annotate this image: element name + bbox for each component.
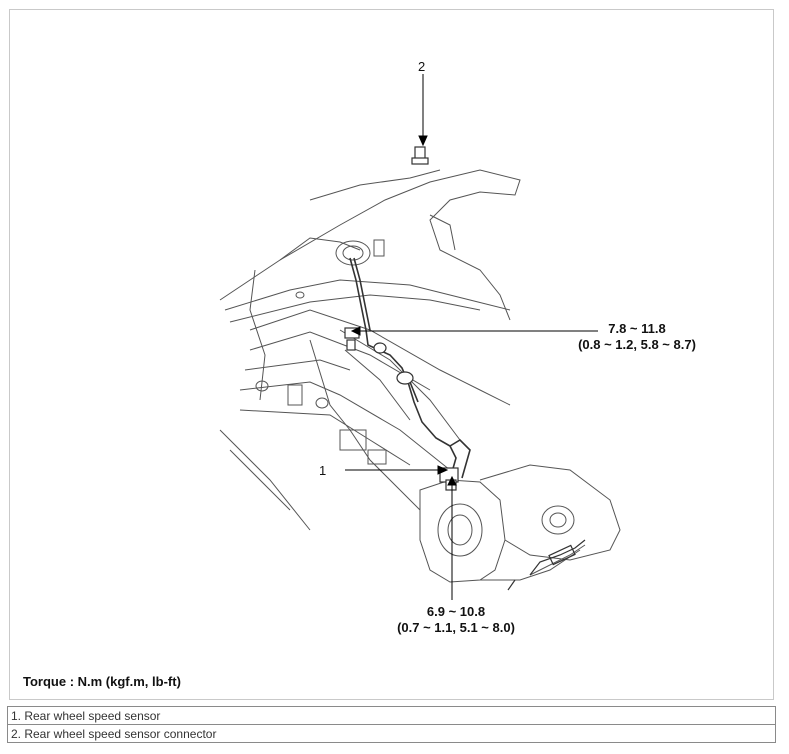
parts-legend-table: 1. Rear wheel speed sensor 2. Rear wheel… [7, 706, 776, 743]
diagram-figure: 2 1 7.8 ~ 11.8 (0.8 ~ 1.2, 5.8 ~ 8.7) 6.… [9, 9, 774, 700]
torque-spec-upper: 7.8 ~ 11.8 (0.8 ~ 1.2, 5.8 ~ 8.7) [542, 321, 732, 353]
torque-spec-upper-nm: 7.8 ~ 11.8 [608, 321, 666, 336]
callout-2: 2 [418, 59, 426, 74]
callout-1: 1 [319, 463, 327, 478]
suspension-line-drawing [219, 74, 621, 600]
torque-spec-lower-nm: 6.9 ~ 10.8 [426, 604, 486, 619]
legend-row: 2. Rear wheel speed sensor connector [7, 724, 776, 743]
legend-item-1: 1. Rear wheel speed sensor [7, 706, 776, 725]
legend-row: 1. Rear wheel speed sensor [7, 706, 776, 725]
torque-spec-lower-alt: (0.7 ~ 1.1, 5.1 ~ 8.0) [397, 620, 515, 635]
torque-spec-upper-alt: (0.8 ~ 1.2, 5.8 ~ 8.7) [578, 337, 696, 352]
legend-item-2: 2. Rear wheel speed sensor connector [7, 724, 776, 743]
torque-unit-note: Torque : N.m (kgf.m, lb-ft) [23, 674, 181, 689]
torque-spec-lower: 6.9 ~ 10.8 (0.7 ~ 1.1, 5.1 ~ 8.0) [361, 604, 551, 636]
